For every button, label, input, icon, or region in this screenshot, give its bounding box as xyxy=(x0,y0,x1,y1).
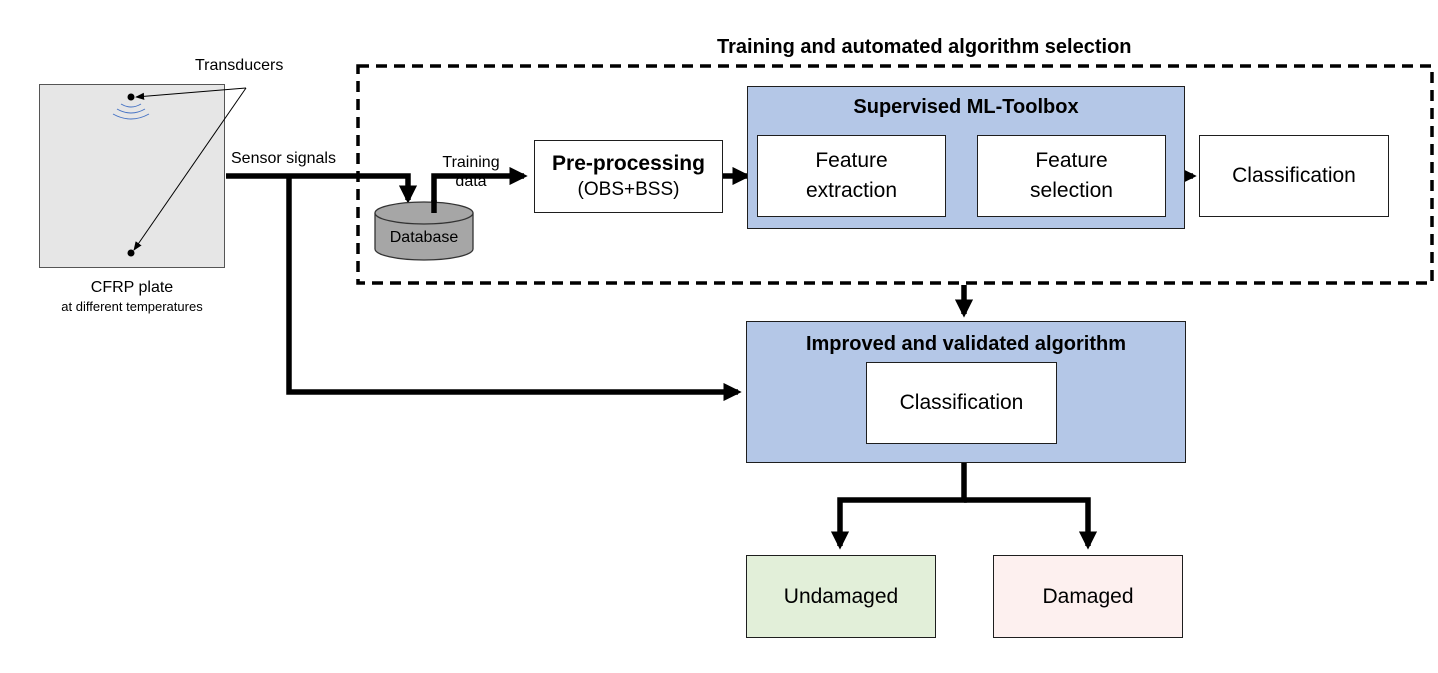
sensor-signal-branch-arrow xyxy=(286,176,742,402)
plate-note: at different temperatures xyxy=(61,299,203,314)
preprocessing-subtitle: (OBS+BSS) xyxy=(577,178,680,200)
to-damaged-arrow xyxy=(964,497,1098,550)
plate-name: CFRP plate xyxy=(90,279,174,296)
training-section-title: Training and automated algorithm selecti… xyxy=(717,36,1132,58)
transducers-label: Transducers xyxy=(195,57,284,74)
transducer-icon xyxy=(112,87,247,257)
damaged-box: Damaged xyxy=(993,555,1183,638)
cfrp-plate xyxy=(39,84,225,268)
plate-caption: CFRP plate at different temperatures xyxy=(20,278,244,315)
training-data-label: Training data xyxy=(442,154,500,190)
sensor-signals-label: Sensor signals xyxy=(231,150,336,167)
database-icon xyxy=(374,200,474,261)
transducer-top xyxy=(127,93,135,101)
final-classification-box: Classification xyxy=(866,362,1057,444)
undamaged-box: Undamaged xyxy=(746,555,936,638)
classification-box: Classification xyxy=(1199,135,1389,217)
undamaged-label: Undamaged xyxy=(783,584,899,608)
damaged-label: Damaged xyxy=(1042,584,1134,608)
transducer-bottom xyxy=(127,249,135,257)
feature-selection-box: Feature selection xyxy=(977,135,1166,217)
final-classification-label: Classification xyxy=(899,391,1024,414)
feature-extraction-box: Feature extraction xyxy=(757,135,946,217)
classification-label: Classification xyxy=(1232,164,1356,187)
training-data-arrow xyxy=(431,166,528,210)
to-undamaged-arrow xyxy=(830,463,967,550)
toolbox-title: Supervised ML-Toolbox xyxy=(853,96,1079,118)
preprocessing-title: Pre-processing xyxy=(552,151,705,175)
preprocessing-box: Pre-processing (OBS+BSS) xyxy=(534,140,723,213)
database-label: Database xyxy=(389,229,459,246)
improved-algorithm-title: Improved and validated algorithm xyxy=(805,333,1127,355)
